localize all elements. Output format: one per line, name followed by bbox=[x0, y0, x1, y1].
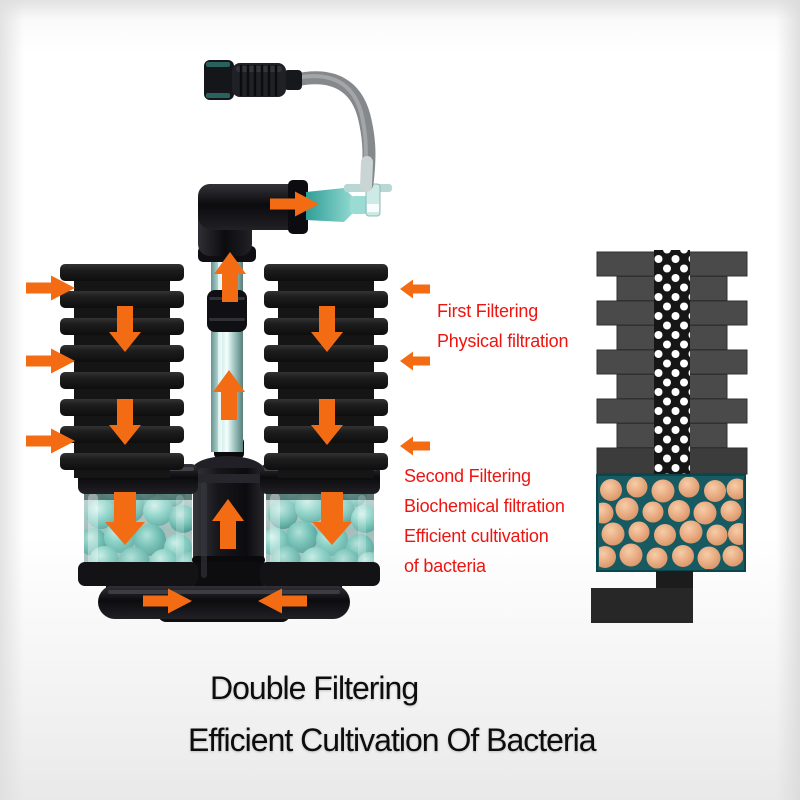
label-second-filtering: Second Filtering Biochemical filtration … bbox=[404, 461, 565, 581]
cross-section-tube bbox=[654, 250, 690, 474]
caption-efficient-cultivation: Efficient Cultivation Of Bacteria bbox=[188, 722, 596, 758]
label-first-filtering-line: First Filtering bbox=[437, 301, 539, 321]
venturi-nozzle bbox=[306, 183, 392, 222]
sponge-tower-right bbox=[264, 264, 388, 478]
outflow-arrow-icon bbox=[400, 351, 430, 371]
outflow-arrow-icon bbox=[400, 279, 430, 299]
cross-section-media-box bbox=[596, 474, 746, 572]
filter-unit bbox=[60, 60, 392, 622]
outflow-arrow-icon bbox=[400, 436, 430, 456]
cross-section-diagram bbox=[591, 250, 748, 623]
label-second-filtering-line: Second Filtering bbox=[404, 466, 531, 486]
air-hose bbox=[289, 71, 376, 192]
outlet-elbow bbox=[198, 180, 308, 262]
label-second-filtering-line: of bacteria bbox=[404, 556, 486, 576]
air-valve-knob bbox=[204, 60, 302, 100]
caption-double-filtering: Double Filtering bbox=[210, 670, 419, 706]
label-second-filtering-line: Efficient cultivation bbox=[404, 526, 549, 546]
label-first-filtering-line: Physical filtration bbox=[437, 331, 569, 351]
label-second-filtering-line: Biochemical filtration bbox=[404, 496, 565, 516]
cross-section-base bbox=[591, 571, 693, 623]
sponge-tower-left bbox=[60, 264, 184, 478]
cross-section-balls bbox=[599, 477, 743, 569]
label-first-filtering: First Filtering Physical filtration bbox=[437, 296, 568, 356]
